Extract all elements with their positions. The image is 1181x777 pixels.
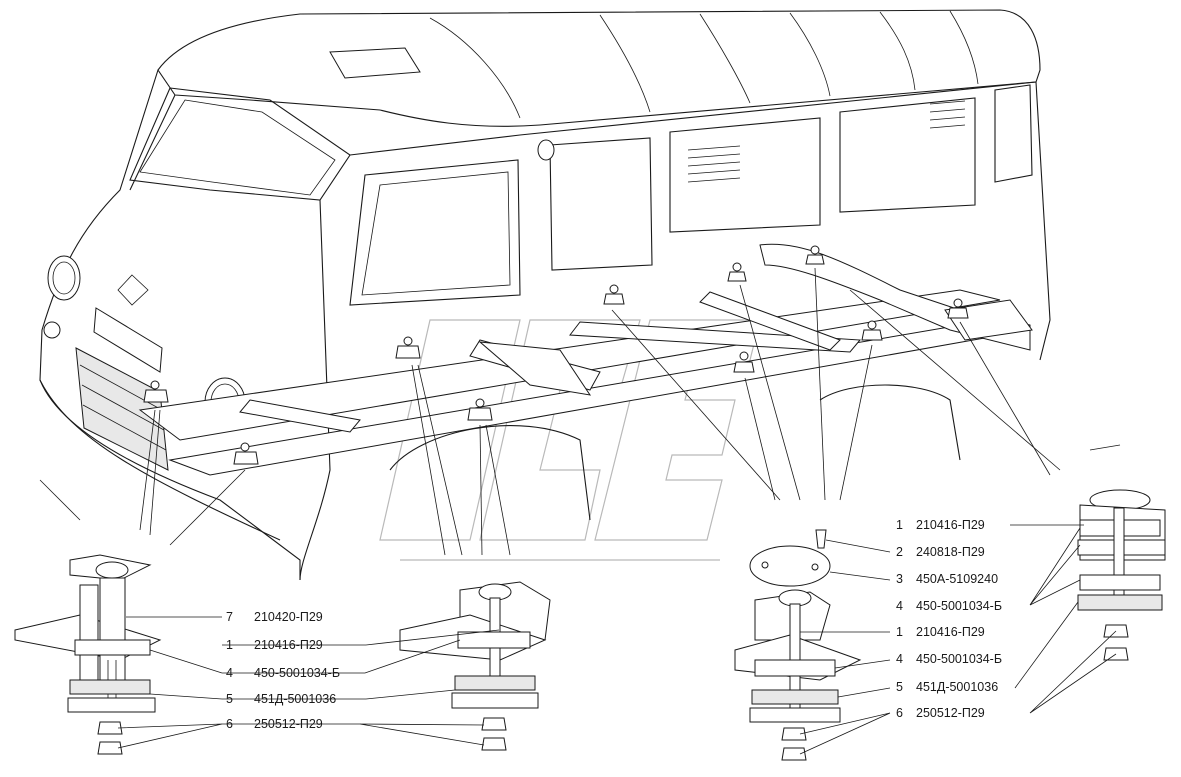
van-body bbox=[39, 9, 1051, 581]
callout-num: 6 bbox=[226, 717, 233, 731]
callout-part: 250512-П29 bbox=[916, 706, 985, 720]
callout-num: 5 bbox=[226, 692, 233, 706]
callout-part: 450А-5109240 bbox=[916, 572, 998, 586]
callout-num: 7 bbox=[226, 610, 233, 624]
mount-points bbox=[143, 245, 969, 465]
callout-part: 210416-П29 bbox=[254, 638, 323, 652]
callout-part: 450-5001034-Б bbox=[916, 652, 1002, 666]
callout-part: 451Д-5001036 bbox=[916, 680, 998, 694]
callout-part: 210416-П29 bbox=[916, 518, 985, 532]
callout-num: 5 bbox=[896, 680, 903, 694]
callout-num: 1 bbox=[226, 638, 233, 652]
callouts-right: 1 210416-П29 2 240818-П29 3 450А-5109240… bbox=[799, 518, 1117, 755]
callout-part: 450-5001034-Б bbox=[916, 599, 1002, 613]
callout-part: 240818-П29 bbox=[916, 545, 985, 559]
callout-part: 250512-П29 bbox=[254, 717, 323, 731]
callouts-left: 7 210420-П29 1 210416-П29 4 450-5001034-… bbox=[117, 610, 500, 749]
callout-part: 210416-П29 bbox=[916, 625, 985, 639]
chassis-frame bbox=[138, 243, 1033, 476]
detail-assembly-a bbox=[14, 554, 162, 755]
detail-assembly-b bbox=[399, 581, 551, 751]
callout-num: 4 bbox=[226, 666, 233, 680]
detail-assembly-d bbox=[1077, 489, 1166, 661]
callout-num: 1 bbox=[896, 518, 903, 532]
callout-num: 4 bbox=[896, 652, 903, 666]
callout-part: 450-5001034-Б bbox=[254, 666, 340, 680]
callout-num: 6 bbox=[896, 706, 903, 720]
leader-lines bbox=[39, 267, 1121, 556]
callout-num: 1 bbox=[896, 625, 903, 639]
detail-assembly-c bbox=[734, 529, 862, 761]
callout-num: 3 bbox=[896, 572, 903, 586]
callout-num: 2 bbox=[896, 545, 903, 559]
callout-num: 4 bbox=[896, 599, 903, 613]
callout-part: 451Д-5001036 bbox=[254, 692, 336, 706]
callout-part: 210420-П29 bbox=[254, 610, 323, 624]
